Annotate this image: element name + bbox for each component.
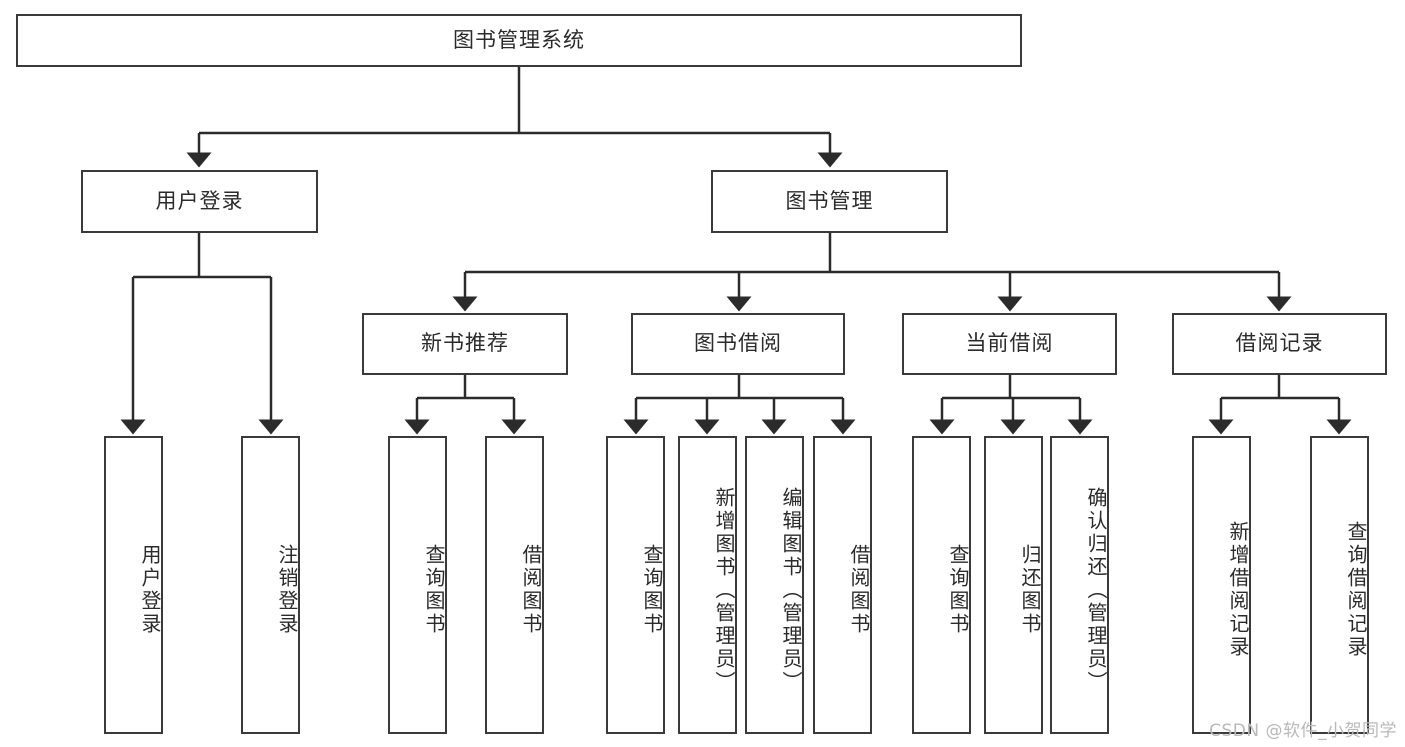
node-label: 新增图书（管理员） <box>712 486 736 694</box>
leaf-user-login-logout[interactable]: 注销登录 <box>241 436 300 734</box>
node-label: 确认归还（管理员） <box>1084 486 1108 694</box>
node-book-borrow[interactable]: 图书借阅 <box>631 313 845 375</box>
node-label: 图书管理系统 <box>453 27 585 52</box>
leaf-user-login-login[interactable]: 用户登录 <box>104 436 163 734</box>
leaf-current-borrow-query-book[interactable]: 查询图书 <box>912 436 971 734</box>
leaf-borrow-record-query-record[interactable]: 查询借阅记录 <box>1310 436 1369 734</box>
node-root-book-management-system[interactable]: 图书管理系统 <box>16 14 1022 67</box>
node-new-book-recommend[interactable]: 新书推荐 <box>362 313 568 375</box>
leaf-book-borrow-add-book-admin[interactable]: 新增图书（管理员） <box>678 436 737 734</box>
node-borrow-record[interactable]: 借阅记录 <box>1172 313 1387 375</box>
node-label: 借阅图书 <box>847 544 871 636</box>
node-label: 查询图书 <box>640 544 664 636</box>
node-label: 新书推荐 <box>421 331 509 356</box>
node-label: 用户登录 <box>138 544 162 636</box>
node-label: 查询图书 <box>422 544 446 636</box>
leaf-new-book-query-book[interactable]: 查询图书 <box>388 436 447 734</box>
leaf-borrow-record-add-record[interactable]: 新增借阅记录 <box>1192 436 1251 734</box>
leaf-book-borrow-edit-book-admin[interactable]: 编辑图书（管理员） <box>745 436 804 734</box>
leaf-new-book-borrow-book[interactable]: 借阅图书 <box>485 436 544 734</box>
node-book-management[interactable]: 图书管理 <box>711 170 948 233</box>
node-user-login[interactable]: 用户登录 <box>81 170 318 233</box>
leaf-current-borrow-return-book[interactable]: 归还图书 <box>984 436 1043 734</box>
node-label: 当前借阅 <box>965 331 1054 356</box>
node-label: 编辑图书（管理员） <box>779 486 803 694</box>
node-label: 新增借阅记录 <box>1226 521 1250 659</box>
node-label: 借阅记录 <box>1235 331 1324 356</box>
node-label: 归还图书 <box>1018 544 1042 636</box>
node-label: 图书借阅 <box>694 331 782 356</box>
leaf-book-borrow-borrow-book[interactable]: 借阅图书 <box>813 436 872 734</box>
node-label: 借阅图书 <box>519 544 543 636</box>
csdn-watermark: CSDN @软件_小贺同学 <box>1209 721 1397 741</box>
leaf-current-borrow-confirm-return-admin[interactable]: 确认归还（管理员） <box>1050 436 1109 734</box>
node-label: 注销登录 <box>275 544 299 636</box>
node-label: 图书管理 <box>785 188 874 213</box>
leaf-book-borrow-query-book[interactable]: 查询图书 <box>606 436 665 734</box>
node-label: 查询图书 <box>946 544 970 636</box>
node-current-borrow[interactable]: 当前借阅 <box>902 313 1117 375</box>
node-label: 查询借阅记录 <box>1344 521 1368 659</box>
node-label: 用户登录 <box>155 188 244 213</box>
